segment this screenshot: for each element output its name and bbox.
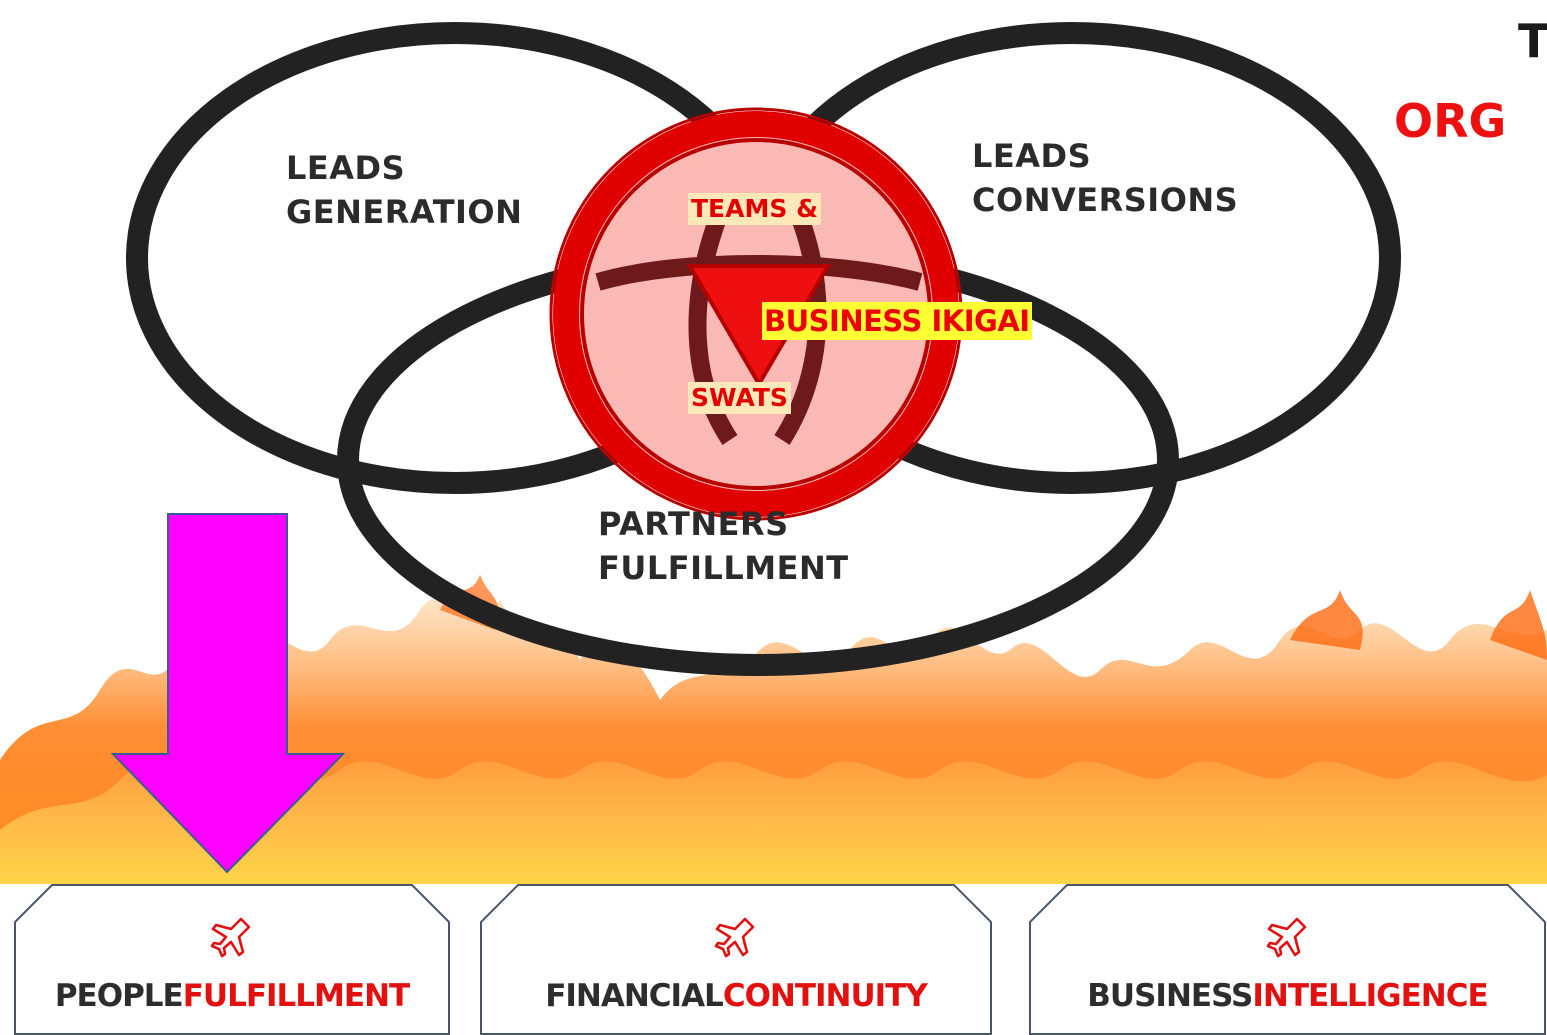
airplane-icon (210, 917, 251, 958)
card-business-intelligence[interactable]: BUSINESSINTELLIGENCE (1029, 884, 1546, 1035)
airplane-icon (1266, 917, 1306, 958)
down-arrow (110, 513, 346, 874)
swats-tag: SWATS (688, 382, 791, 414)
card-people-fulfillment[interactable]: PEOPLEFULFILLMENT (14, 884, 450, 1035)
card-caption: BUSINESSINTELLIGENCE (1087, 978, 1488, 1014)
card-caption: FINANCIALCONTINUITY (545, 978, 928, 1014)
teams-tag: TEAMS & (688, 193, 821, 225)
card-financial-continuity[interactable]: FINANCIALCONTINUITY (480, 884, 992, 1035)
leads-conversions-label: LEADS CONVERSIONS (972, 137, 1239, 219)
leads-generation-label: LEADS GENERATION (286, 149, 523, 231)
corner-title-line2: ORG (1394, 94, 1507, 148)
corner-title-line1: T (1518, 14, 1547, 68)
card-caption: PEOPLEFULFILLMENT (54, 978, 410, 1014)
business-ikigai-highlight: BUSINESS IKIGAI (762, 302, 1032, 340)
partners-fulfillment-label: PARTNERS FULFILLMENT (598, 505, 849, 587)
airplane-icon (714, 917, 755, 958)
